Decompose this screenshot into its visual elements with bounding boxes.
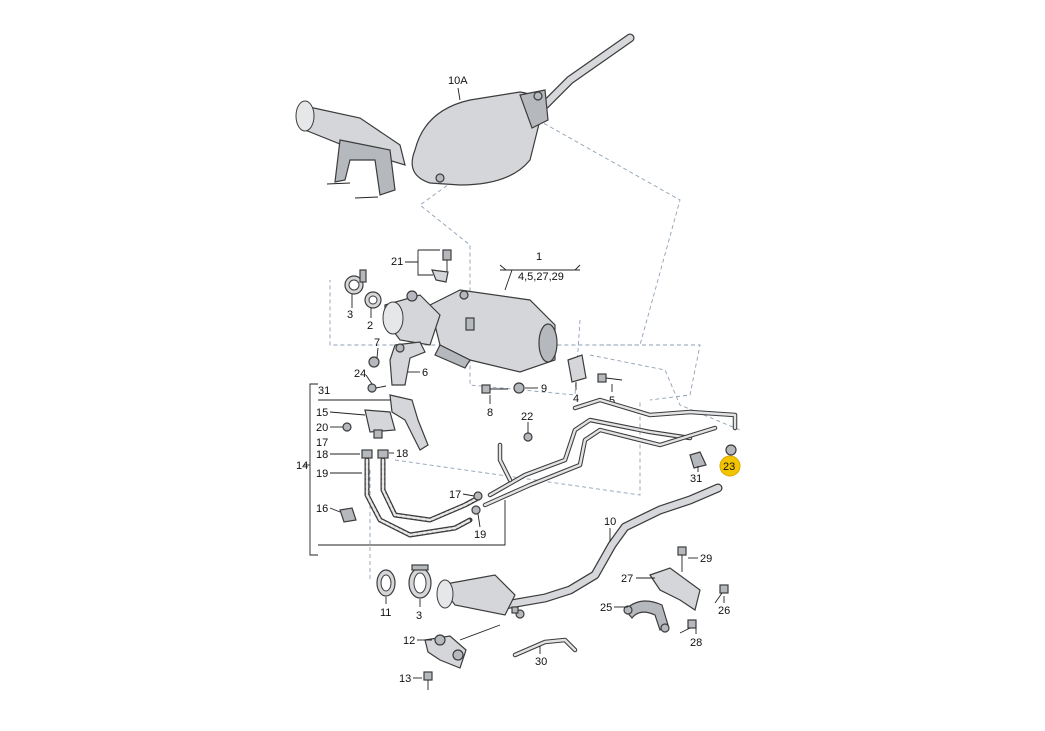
labels-7-24-6: 7 24 6 (354, 337, 428, 385)
svg-text:9: 9 (541, 383, 547, 395)
part-8-bolt[interactable] (481, 384, 508, 394)
part-20-screw[interactable] (342, 422, 352, 432)
svg-text:24: 24 (354, 368, 366, 380)
svg-text:28: 28 (690, 637, 702, 649)
part-13-bolt[interactable] (423, 671, 433, 690)
svg-text:18: 18 (396, 448, 408, 460)
labels-11-3: 11 3 (380, 597, 422, 622)
group-14-bracket (304, 383, 506, 556)
part-3-clamp-upper[interactable] (344, 269, 367, 295)
labels-12-13: 12 13 (399, 635, 432, 685)
part-6-bracket[interactable] (389, 341, 426, 386)
part-23-clip[interactable] (725, 444, 737, 456)
labels-25-29: 29 27 25 26 28 (600, 553, 730, 649)
part-28-bolt[interactable] (679, 619, 697, 634)
svg-text:15: 15 (316, 407, 328, 419)
svg-text:10A: 10A (448, 75, 468, 87)
part-12-hanger[interactable] (424, 624, 501, 669)
part-11-gasket[interactable] (376, 569, 396, 597)
part-10a-catalytic-converter[interactable] (295, 33, 635, 199)
labels-3-2: 3 2 (347, 294, 373, 332)
svg-text:19: 19 (474, 529, 486, 541)
svg-text:8: 8 (487, 407, 493, 419)
part-17-clamp[interactable] (471, 491, 483, 515)
part-5-bolt[interactable] (597, 373, 623, 383)
part-4-mount-rubber[interactable] (567, 354, 587, 383)
part-30-rod[interactable] (512, 637, 578, 658)
svg-text:11: 11 (380, 607, 391, 619)
label-22: 22 (521, 411, 533, 433)
part-7-nut[interactable] (368, 356, 380, 368)
label-23-highlight: 23 (719, 455, 741, 477)
part-16-clip[interactable] (339, 507, 357, 523)
part-10-exhaust-pipe[interactable] (436, 483, 723, 619)
svg-text:3: 3 (347, 309, 353, 321)
svg-text:13: 13 (399, 673, 411, 685)
svg-text:26: 26 (718, 605, 730, 617)
part-18-connectors[interactable] (361, 449, 389, 459)
svg-text:10: 10 (604, 516, 616, 528)
svg-text:16: 16 (316, 503, 328, 515)
svg-text:23: 23 (723, 461, 735, 473)
labels-4-5: 4 5 (573, 382, 615, 407)
svg-text:3: 3 (416, 610, 422, 622)
svg-text:31: 31 (318, 385, 330, 397)
part-26-bolt[interactable] (714, 584, 729, 604)
svg-text:17: 17 (449, 489, 461, 501)
part-25-bracket[interactable] (623, 600, 670, 633)
svg-text:6: 6 (422, 367, 428, 379)
svg-text:27: 27 (621, 573, 633, 585)
labels-group-14: 31 15 20 17 18 19 14 18 16 17 19 (296, 385, 486, 541)
label-1: 1 4,5,27,29 (499, 251, 581, 291)
svg-text:17: 17 (316, 437, 328, 449)
part-29-bolt[interactable] (677, 546, 687, 572)
part-22-nut[interactable] (523, 432, 533, 442)
svg-text:29: 29 (700, 553, 712, 565)
labels-8-9: 8 9 (487, 383, 547, 419)
label-10a: 10A (448, 75, 468, 101)
pressure-lines[interactable] (482, 397, 738, 508)
svg-text:25: 25 (600, 602, 612, 614)
svg-text:12: 12 (403, 635, 415, 647)
svg-text:21: 21 (391, 256, 403, 268)
svg-text:5: 5 (609, 395, 615, 407)
svg-text:4,5,27,29: 4,5,27,29 (518, 271, 564, 283)
svg-text:4: 4 (573, 393, 579, 405)
label-21: 21 (391, 249, 440, 276)
part-31-holder-right[interactable] (689, 451, 707, 469)
svg-text:14: 14 (296, 460, 308, 472)
label-30: 30 (535, 646, 547, 668)
svg-text:22: 22 (521, 411, 533, 423)
svg-text:2: 2 (367, 320, 373, 332)
svg-text:7: 7 (374, 337, 380, 349)
svg-text:20: 20 (316, 422, 328, 434)
svg-text:30: 30 (535, 656, 547, 668)
label-10: 10 (604, 516, 616, 542)
part-21-sensor-bracket[interactable] (431, 249, 452, 283)
part-24-bolt[interactable] (367, 383, 387, 393)
svg-text:1: 1 (536, 251, 542, 263)
part-31-bracket-left[interactable] (389, 394, 429, 451)
part-2-gasket[interactable] (364, 291, 382, 309)
part-19-hoses[interactable] (364, 457, 481, 538)
svg-text:19: 19 (316, 468, 328, 480)
label-31-right: 31 (690, 466, 702, 485)
svg-text:31: 31 (690, 473, 702, 485)
part-9-nut[interactable] (513, 382, 525, 394)
part-3-clamp-lower[interactable] (408, 564, 432, 599)
part-27-heat-shield[interactable] (649, 567, 701, 611)
part-15-pressure-sensor[interactable] (364, 409, 396, 439)
part-1-particulate-filter[interactable] (382, 289, 558, 373)
svg-text:18: 18 (316, 449, 328, 461)
